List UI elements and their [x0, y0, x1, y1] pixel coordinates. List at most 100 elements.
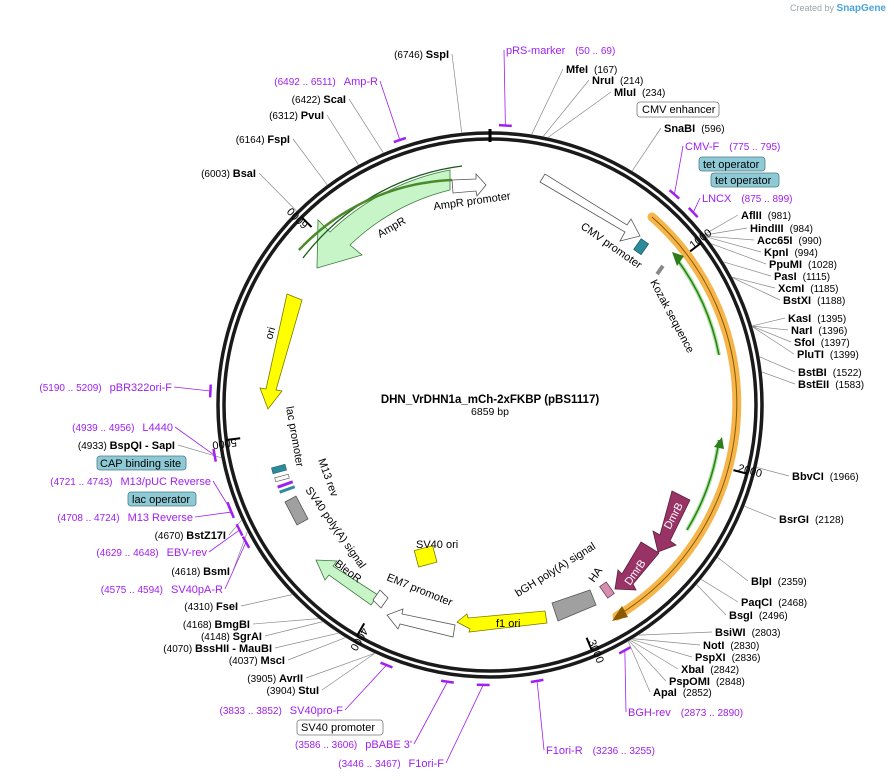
enzyme-leader-line: [531, 68, 564, 135]
enzyme-name: FspI: [267, 134, 290, 146]
primer-range: (4939 .. 4956): [72, 423, 134, 434]
primer-name: pRS-marker: [506, 45, 566, 57]
enzyme-label: (4310) FseI: [184, 601, 238, 613]
green-arc-upper-head: [672, 252, 684, 266]
ampr-outer-line: [302, 165, 463, 259]
sv40-promoter-label: SV40 promoter: [301, 722, 375, 734]
enzyme-leader-line: [711, 243, 767, 265]
primer-label: (3833 .. 3852)SV40pro-F: [220, 705, 344, 717]
enzyme-name: PspXI: [695, 652, 726, 664]
primer-mark: [618, 646, 632, 655]
enzyme-position: (981): [768, 211, 791, 222]
enzyme-name: ApaI: [653, 687, 677, 699]
plasmid-name: DHN_VrDHN1a_mCh-2xFKBP (pBS1117): [381, 394, 600, 406]
enzyme-name: NarI: [791, 325, 812, 337]
primer-mark: [530, 678, 544, 684]
enzyme-leader-line: [228, 520, 242, 536]
enzyme-leader-line: [752, 317, 786, 327]
enzyme-position: (4310): [184, 602, 216, 613]
enzyme-name: BspQI - SapI: [110, 440, 175, 452]
primer-leader-line: [208, 529, 240, 553]
enzyme-name: PluTI: [797, 349, 824, 361]
bgh-label: bGH poly(A) signal: [513, 540, 598, 599]
enzyme-position: (6003): [201, 169, 233, 180]
primer-mark: [440, 679, 454, 684]
primer-label: (4708 .. 4724)M13 Reverse: [57, 512, 193, 524]
plasmid-length: 6859 bp: [471, 406, 509, 418]
enzyme-name: BsgI: [729, 610, 753, 622]
primer-name: M13/pUC Reverse: [121, 476, 211, 488]
primer-label: (6492 .. 6511)Amp-R: [274, 76, 378, 88]
enzyme-label: (6422) ScaI: [292, 94, 346, 106]
m13-primer-block: [277, 480, 294, 489]
enzyme-label: PpuMI(1028): [769, 259, 837, 271]
enzyme-position: (1028): [808, 260, 837, 271]
primer-leader-line: [379, 80, 401, 141]
primer-leader-line: [674, 145, 684, 195]
enzyme-leader-line: [252, 618, 319, 625]
enzyme-leader-line: [631, 127, 662, 172]
enzyme-label: XcmI(1185): [778, 283, 838, 295]
enzyme-label: BsgI(2496): [729, 610, 788, 622]
cmv-promoter-shape: [539, 173, 641, 242]
enzyme-label: NotI(2830): [703, 640, 759, 652]
ruler-tick: [733, 469, 748, 475]
enzyme-leader-line: [627, 641, 651, 693]
primer-name: M13 Reverse: [128, 512, 193, 524]
cmv-enhancer-box: [636, 101, 720, 118]
primer-range: (4721 .. 4743): [50, 477, 112, 488]
enzyme-label: HindIII(984): [750, 223, 813, 235]
sv40pa-label: SV40 poly(A) signal: [303, 485, 368, 571]
enzyme-label: NarI(1396): [791, 325, 847, 337]
enzyme-leader-line: [232, 531, 248, 572]
ruler-tick: [689, 242, 702, 253]
enzyme-position: (2830): [730, 641, 759, 652]
tet-operator-box-1: [698, 156, 766, 172]
enzyme-label: (4148) SgrAI: [201, 631, 262, 643]
enzyme-leader-line: [632, 638, 701, 646]
brand-name: SnapGene: [836, 3, 886, 14]
primer-leader-line: [344, 664, 387, 711]
primer-labels: pRS-marker(50 .. 69)CMV-F(775 .. 795)LNC…: [39, 45, 792, 770]
primer-mark: [668, 189, 681, 200]
enzyme-label: XbaI(2842): [681, 664, 739, 676]
cmv-enhancer-label: CMV enhancer: [642, 104, 716, 116]
bgh-polya-shape: [551, 589, 597, 622]
f1ori-label: f1 ori: [496, 618, 520, 630]
ampr-shape: [316, 169, 451, 269]
primer-name: Amp-R: [344, 76, 378, 88]
enzyme-label: (3905) AvrII: [247, 673, 303, 685]
enzyme-label: PaqCI(2468): [741, 597, 807, 609]
enzyme-name: XbaI: [681, 664, 704, 676]
enzyme-label: (3904) StuI: [267, 685, 319, 697]
enzyme-name: BsiWI: [715, 627, 746, 639]
enzyme-name: HindIII: [750, 223, 784, 235]
enzyme-leader-line: [305, 653, 375, 679]
dmrb-arrow-1: [652, 490, 691, 553]
enzyme-position: (4933): [78, 441, 110, 452]
green-arc-upper-line: [675, 257, 720, 356]
primer-range: (4575 .. 4594): [101, 585, 163, 596]
enzyme-leader-line: [638, 631, 713, 636]
enzyme-position: (1399): [830, 350, 859, 361]
enzyme-position: (6312): [269, 111, 301, 122]
kozak-label: Kozak sequence: [647, 278, 696, 355]
lac-operator-block: [271, 463, 287, 475]
primer-range: (5190 .. 5209): [39, 383, 101, 394]
enzyme-name: MfeI: [566, 64, 588, 76]
enzyme-position: (2836): [732, 653, 761, 664]
cap-binding-label: CAP binding site: [100, 458, 181, 470]
enzyme-name: MscI: [261, 655, 285, 667]
enzyme-position: (4070): [163, 644, 195, 655]
enzyme-label: (4070) BssHII - MauBI: [163, 643, 272, 655]
primer-label: F1ori-R(3236 .. 3255): [546, 745, 655, 757]
enzyme-position: (2803): [752, 628, 781, 639]
enzyme-name: BbvCI: [792, 471, 824, 483]
primer-leader-line: [692, 197, 701, 213]
enzyme-leader-line: [717, 557, 749, 582]
enzyme-position: (4618): [171, 567, 203, 578]
enzyme-label: BstEII(1583): [798, 379, 864, 391]
enzyme-name: BstEII: [798, 379, 829, 391]
enzyme-leader-line: [274, 632, 339, 649]
primer-mark: [241, 536, 251, 549]
